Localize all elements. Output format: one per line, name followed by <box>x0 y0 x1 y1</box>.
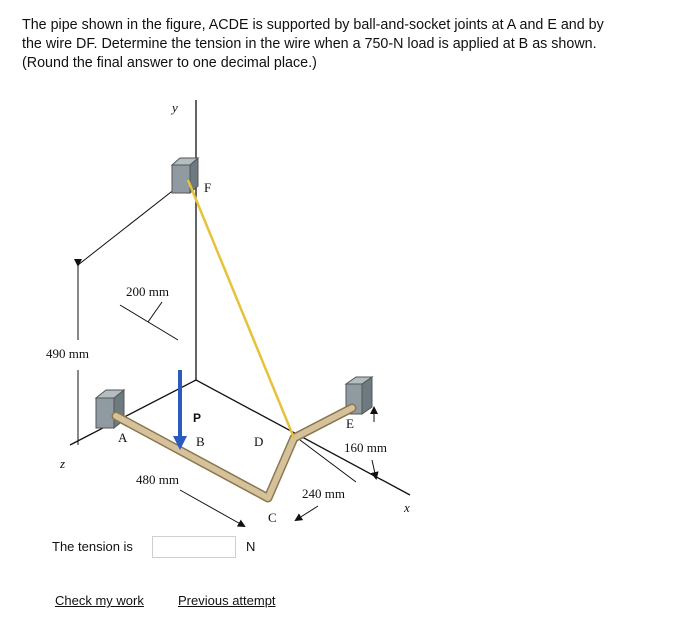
x-axis-label: x <box>403 500 410 515</box>
label-D: D <box>254 434 263 449</box>
question-line-3: (Round the final answer to one decimal p… <box>22 55 317 71</box>
answer-unit: N <box>246 539 256 554</box>
dim-480-line <box>179 489 246 527</box>
dim-240-extension <box>299 439 357 483</box>
label-P: P <box>193 411 201 425</box>
wire-DF <box>186 179 296 439</box>
dim-490-label: 490 mm <box>46 346 89 361</box>
label-F: F <box>204 180 211 195</box>
dim-200-extension <box>119 304 179 341</box>
previous-attempt-link[interactable]: Previous attempt <box>178 593 276 608</box>
answer-prefix: The tension is <box>52 539 133 554</box>
dim-200-label: 200 mm <box>126 284 169 299</box>
label-E: E <box>346 416 354 431</box>
dim-490-extension <box>77 184 181 266</box>
dim-240-label: 240 mm <box>302 486 345 501</box>
label-B: B <box>196 434 205 449</box>
dim-480-label: 480 mm <box>136 472 179 487</box>
pipe-figure: y x z 490 mm 200 mm F P A B D C E <box>46 100 411 527</box>
check-my-work-link[interactable]: Check my work <box>55 593 144 608</box>
dim-160-arrow-down <box>370 459 379 480</box>
z-axis-line <box>69 379 197 446</box>
y-axis-label: y <box>170 100 178 115</box>
dim-160-label: 160 mm <box>344 440 387 455</box>
label-C: C <box>268 510 277 525</box>
tension-answer-input[interactable] <box>152 536 236 558</box>
pipe-ACDE-highlight <box>113 405 355 501</box>
dim-200-pointer <box>147 301 163 323</box>
question-line-1: The pipe shown in the figure, ACDE is su… <box>22 17 604 33</box>
question-text: The pipe shown in the figure, ACDE is su… <box>22 16 692 73</box>
label-A: A <box>118 430 128 445</box>
z-axis-label: z <box>59 456 65 471</box>
dim-240-line <box>294 505 319 522</box>
load-arrowhead-P <box>173 436 187 450</box>
support-F <box>170 156 200 195</box>
question-line-2: the wire DF. Determine the tension in th… <box>22 36 597 52</box>
